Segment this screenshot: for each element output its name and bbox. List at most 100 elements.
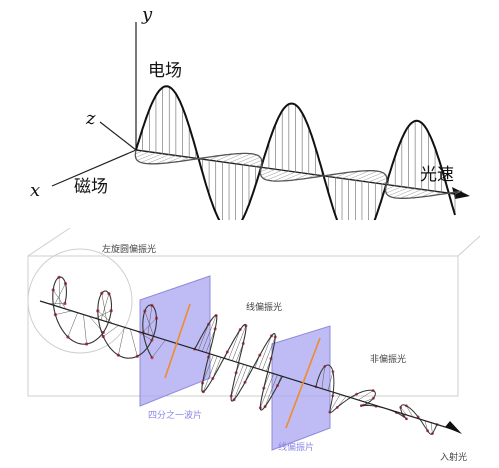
bfield-hatch-line (388, 187, 409, 197)
quarter-wave-plate (139, 275, 211, 407)
z-axis-line (99, 121, 137, 151)
bfield-hatch-line (137, 152, 157, 161)
unpolarized-spoke (424, 420, 428, 431)
linear-spoke (264, 374, 278, 407)
linear-polarized-label: 线偏振光 (246, 303, 283, 313)
bfield-hatch-line (166, 156, 183, 164)
bfield-hatch-line (255, 163, 262, 167)
helix-dot (63, 302, 67, 306)
helix-spoke (151, 339, 166, 358)
bfield-hatch-line (147, 154, 170, 164)
bfield-hatch-line (222, 153, 244, 163)
bfield-hatch-line (385, 185, 396, 190)
linear-spoke (198, 324, 209, 351)
bfield-hatch-line (260, 168, 270, 173)
bfield-hatch-line (228, 153, 252, 164)
helix-spoke (97, 310, 113, 324)
z-axis-label: z (86, 108, 96, 129)
bfield-hatch-line (282, 172, 303, 182)
bfield-hatch-line (260, 169, 276, 176)
bfield-hatch-line (262, 169, 283, 179)
bfield-hatch-line (135, 150, 143, 155)
linear-spoke (231, 364, 244, 397)
helix-spoke (100, 293, 110, 321)
helix-spoke (55, 310, 72, 315)
bfield-hatch-line (348, 170, 370, 180)
linear-spoke (260, 373, 274, 408)
light-speed-label: 光速 (420, 165, 454, 185)
helix-spoke (130, 329, 138, 357)
linear-spoke (232, 325, 247, 361)
quarter-wave-plate-label: 四分之一波片 (148, 411, 203, 421)
x-axis-label: x (30, 180, 41, 201)
helix-spoke (52, 289, 67, 310)
electric-field-curve (135, 85, 456, 220)
magnetic-field-label: 磁场 (74, 177, 108, 197)
magnetic-field-curve (134, 149, 462, 199)
bfield-hatch-line (409, 190, 429, 199)
unpolarized-spoke (321, 366, 326, 389)
bfield-hatch-line (235, 154, 257, 164)
polarization-diagram: 左旋圆偏振光 线偏振光 非偏振光 四分之一波片 线偏振片 入射光 (0, 228, 499, 468)
orange-axis-polarizer (285, 337, 321, 429)
helix-spoke (103, 325, 119, 337)
helix-spoke (67, 312, 78, 338)
polarization-svg (27, 228, 481, 451)
unpolarized-wave (315, 364, 438, 435)
em-wave-svg (51, 22, 470, 220)
circular-helix (52, 276, 158, 359)
beam-box-outline (27, 228, 481, 397)
beam-graphics (48, 275, 439, 435)
helix-spoke (83, 314, 87, 345)
bfield-hatch-line (267, 170, 289, 181)
polarizer-label: 线偏振片 (278, 443, 315, 453)
bfield-hatch-line (242, 157, 261, 165)
electric-field-label: 电场 (148, 61, 182, 81)
unpolarized-spoke (327, 371, 334, 391)
orange-axis-quarter (164, 303, 191, 379)
linear-spoke (201, 315, 217, 352)
linear-spoke (258, 335, 272, 370)
entry-circle (27, 248, 133, 354)
x-axis-line (51, 149, 137, 187)
bfield-hatch-line (368, 174, 386, 183)
linear-spoke (203, 356, 218, 392)
bfield-hatch-line (155, 155, 176, 164)
helix-spoke (147, 305, 153, 335)
linear-spoke (202, 354, 214, 384)
bfield-hatch-line (375, 178, 387, 184)
unpolarized-label: 非偏振光 (370, 355, 407, 365)
linear-spoke (212, 357, 222, 379)
linear-spoke (205, 328, 216, 353)
unpolarized-spoke (430, 422, 433, 434)
incident-arrow-head (445, 421, 462, 434)
bfield-hatch-line (361, 172, 383, 182)
bfield-hatch-line (215, 153, 233, 162)
linear-spoke (233, 365, 248, 400)
bfield-hatch-line (140, 153, 163, 163)
linear-spoke (262, 336, 276, 371)
bfield-hatch-line (386, 186, 402, 194)
helix-spoke (118, 327, 125, 356)
unpolarized-spoke (364, 397, 374, 403)
helix-spoke (101, 293, 108, 322)
bfield-hatch-line (293, 173, 309, 181)
incident-light-label: 入射光 (440, 453, 468, 463)
bfield-hatch-line (273, 171, 296, 182)
helix-spoke (58, 277, 61, 308)
unpolarized-spoke (406, 405, 414, 418)
bfield-hatch-line (135, 151, 150, 158)
unpolarized-spoke (400, 407, 407, 416)
left-circular-label: 左旋圆偏振光 (102, 245, 157, 255)
unpolarized-spoke (358, 390, 374, 401)
linear-spoke (228, 329, 241, 360)
y-axis-label: y (142, 4, 153, 25)
bfield-hatch-line (248, 160, 262, 166)
bfield-hatch-line (400, 189, 422, 199)
bfield-hatch-line (393, 188, 416, 198)
light-speed-arrow-head (452, 187, 470, 199)
bfield-hatch-line (355, 170, 378, 181)
helix-spoke (144, 310, 154, 337)
bfield-hatch-line (341, 170, 360, 179)
em-wave-diagram: y z x 电场 磁场 光速 (0, 0, 499, 220)
